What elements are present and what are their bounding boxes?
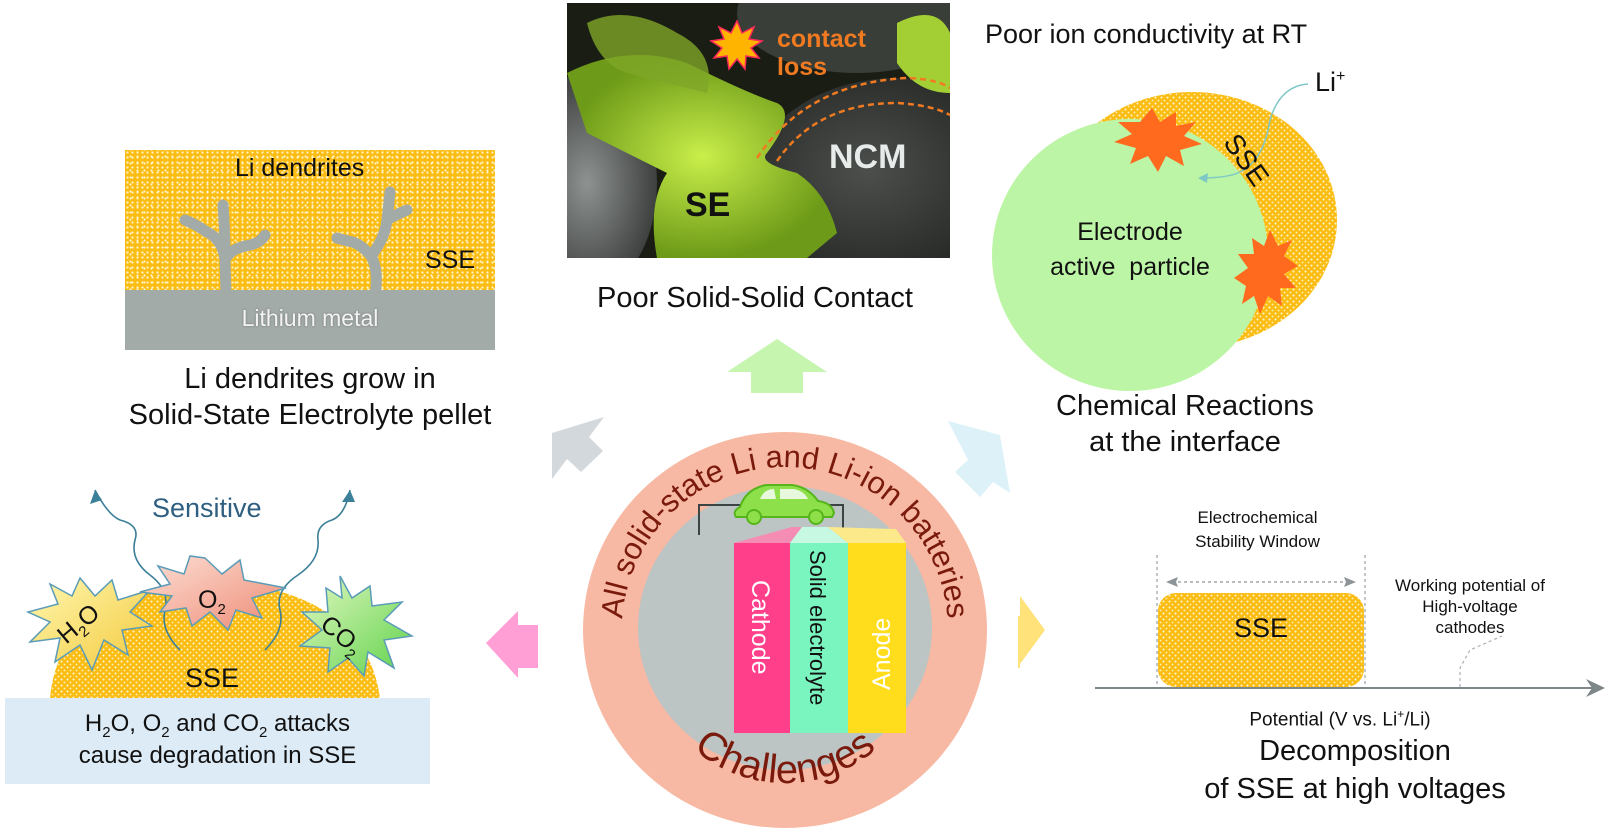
reaction-burst-right <box>1234 230 1298 314</box>
anode-layer <box>848 543 906 733</box>
cathode-layer <box>734 543 790 733</box>
sse-label: SSE <box>425 246 476 274</box>
cap-part: H <box>84 710 103 737</box>
co2-burst <box>297 575 415 678</box>
dendrite-right <box>331 186 413 301</box>
interface-caption-line1: Chemical Reactions <box>1056 390 1314 422</box>
working-line1: Working potential of <box>1395 576 1545 595</box>
sensitivity-diagram <box>25 489 415 698</box>
lithium-metal-layer <box>125 290 495 350</box>
car-icon <box>733 484 836 525</box>
electrode-label-line1: Electrode <box>1077 218 1183 246</box>
potential-axis-label: Potential (V vs. Li+/Li) <box>1130 707 1550 731</box>
o2-text: O <box>198 586 218 614</box>
sensitive-label: Sensitive <box>152 493 262 523</box>
wavy-arrow-left <box>94 489 181 651</box>
li-dendrites-label: Li dendrites <box>235 154 365 182</box>
dendrite-left <box>179 199 271 301</box>
arrow-right-icon <box>1018 596 1045 668</box>
cathode-top-face <box>734 527 802 543</box>
lithium-metal-label: Lithium metal <box>241 305 379 331</box>
working-line2: High-voltage <box>1422 597 1518 616</box>
li-ion-text: Li <box>1315 67 1337 97</box>
axis-label-post: /Li) <box>1404 709 1431 731</box>
dendrite-shapes <box>179 186 413 301</box>
li-ion-arrow <box>1199 83 1309 179</box>
electrode-label-line2: active particle <box>1050 253 1210 281</box>
contact-loss-label-1: contact <box>777 25 866 53</box>
electrolyte-layer <box>790 543 848 733</box>
cap-sub: 2 <box>102 723 111 741</box>
sem-se-region <box>567 55 837 258</box>
ion-conductivity-title: Poor ion conductivity at RT <box>985 19 1308 49</box>
window-label-line2: Stability Window <box>1195 532 1320 551</box>
stability-caption-line2: of SSE at high voltages <box>1204 773 1506 805</box>
sensitivity-caption-line1: H2O, O2 and CO2 attacks <box>5 710 430 741</box>
contact-loss-label-2: loss <box>777 53 828 81</box>
electrolyte-top-face <box>790 527 848 543</box>
se-label: SE <box>685 186 731 224</box>
axis-label-sup: + <box>1397 707 1405 721</box>
axis-label-pre: Potential (V vs. Li <box>1249 709 1398 731</box>
contact-caption: Poor Solid-Solid Contact <box>597 282 913 314</box>
electrode-particle <box>992 119 1268 391</box>
working-line3: cathodes <box>1435 618 1505 637</box>
sem-image: contact loss SE NCM <box>567 3 950 258</box>
o2-sub: 2 <box>217 601 226 618</box>
caption-box <box>5 698 430 784</box>
sensitivity-sse-label: SSE <box>185 663 240 693</box>
dendrite-caption-line1: Li dendrites grow in <box>184 363 436 395</box>
o2-burst <box>139 555 287 632</box>
interface-caption-line2: at the interface <box>1089 426 1281 458</box>
stability-caption-line1: Decomposition <box>1259 735 1451 767</box>
arrow-up-right-icon <box>948 421 1010 497</box>
ncm-label: NCM <box>829 138 907 176</box>
window-label-line1: Electrochemical <box>1197 508 1318 527</box>
arrow-left-icon <box>486 611 538 678</box>
sse-block <box>1158 593 1364 687</box>
wavy-arrow-right <box>264 489 351 651</box>
axis-arrowhead <box>1586 679 1605 697</box>
li-ion-label: Li+ <box>1315 67 1345 98</box>
arrow-up-left-icon <box>552 417 604 479</box>
anode-top-face <box>828 527 906 543</box>
electrolyte-label: Solid electrolyte <box>805 550 830 705</box>
cathode-label: Cathode <box>746 580 774 675</box>
sensitivity-caption-line2: cause degradation in SSE <box>78 742 357 769</box>
burst-icon <box>708 19 765 71</box>
stability-diagram <box>1095 555 1605 697</box>
cap-sub: 2 <box>161 723 170 741</box>
challenges-circle: All solid-state Li and Li-ion batteries … <box>583 432 987 828</box>
contact-loss-dashed-lower <box>775 101 950 162</box>
dendrite-caption-line2: Solid-State Electrolyte pellet <box>128 399 492 431</box>
cap-sub: 2 <box>259 723 268 741</box>
cap-part: attacks <box>267 710 351 737</box>
contact-loss-dashed-upper <box>755 76 950 159</box>
sse-pellet <box>125 150 495 290</box>
cap-part: O, O <box>110 710 162 737</box>
cap-part: and CO <box>169 710 260 737</box>
stability-sse-label: SSE <box>1233 613 1289 643</box>
li-ion-charge: + <box>1336 68 1346 85</box>
arrow-up-icon <box>727 339 827 393</box>
interface-diagram <box>992 83 1337 391</box>
anode-label: Anode <box>868 618 896 690</box>
o2-label: O2 <box>198 586 226 618</box>
reaction-burst-top <box>1114 108 1202 172</box>
h2o-burst <box>25 576 155 672</box>
dendrite-panel: Li dendrites SSE Lithium metal <box>125 150 495 350</box>
